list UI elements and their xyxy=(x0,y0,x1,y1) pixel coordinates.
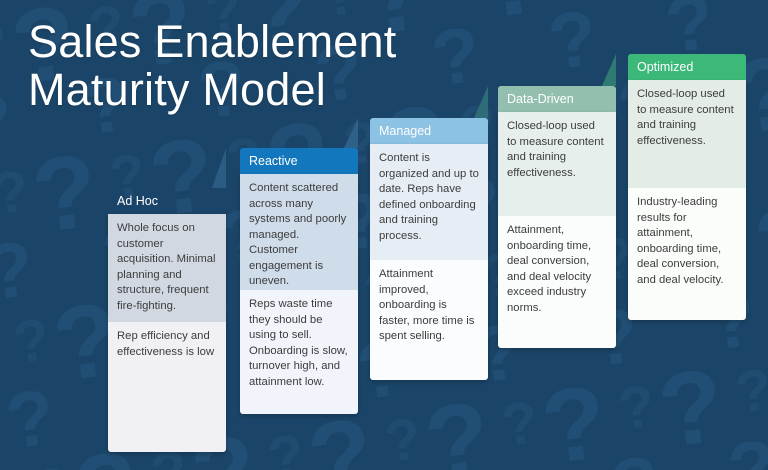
stage-outcome-text-optimized: Industry-leading results for attainment,… xyxy=(628,188,746,320)
stage-header-optimized: Optimized xyxy=(628,54,746,80)
stage-body-data-driven: Closed-loop used to measure content and … xyxy=(498,112,616,348)
stage-symptom-text-ad-hoc: Whole focus on customer acquisition. Min… xyxy=(108,214,226,322)
stage-header-data-driven: Data-Driven xyxy=(498,86,616,112)
stage-outcome-text-reactive: Reps waste time they should be using to … xyxy=(240,290,358,414)
stage-symptom-text-data-driven: Closed-loop used to measure content and … xyxy=(498,112,616,216)
page-title: Sales Enablement Maturity Model xyxy=(28,16,397,116)
stage-header-reactive: Reactive xyxy=(240,148,358,174)
stage-body-managed: Content is organized and up to date. Rep… xyxy=(370,144,488,380)
stage-outcome-text-data-driven: Attainment, onboarding time, deal conver… xyxy=(498,216,616,348)
stage-body-ad-hoc: Whole focus on customer acquisition. Min… xyxy=(108,214,226,452)
stage-outcome-text-ad-hoc: Rep efficiency and effectiveness is low xyxy=(108,322,226,452)
stage-header-ad-hoc: Ad Hoc xyxy=(117,194,158,208)
stage-symptom-text-managed: Content is organized and up to date. Rep… xyxy=(370,144,488,260)
stage-body-reactive: Content scattered across many systems an… xyxy=(240,174,358,414)
stage-symptom-text-optimized: Closed-loop used to measure content and … xyxy=(628,80,746,188)
stage-body-optimized: Closed-loop used to measure content and … xyxy=(628,80,746,320)
stage-symptom-text-reactive: Content scattered across many systems an… xyxy=(240,174,358,290)
stage-header-managed: Managed xyxy=(370,118,488,144)
stage-outcome-text-managed: Attainment improved, onboarding is faste… xyxy=(370,260,488,380)
